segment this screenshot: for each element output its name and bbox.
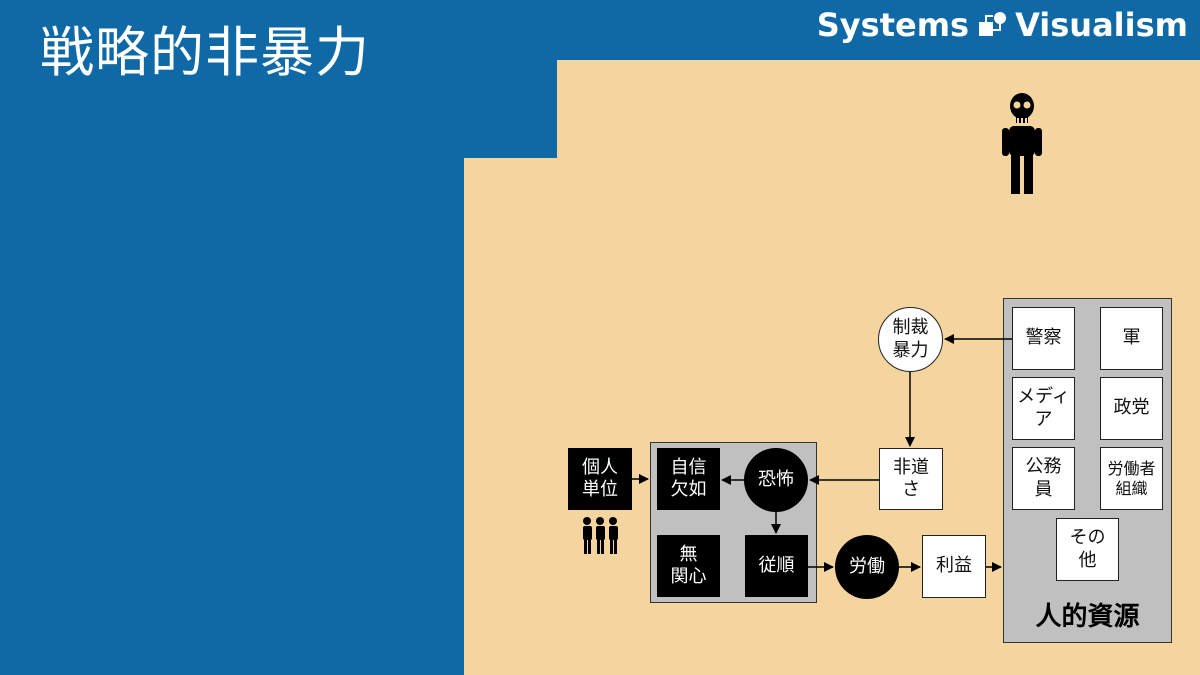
human-resources-label: 人的資源 [1035,602,1140,632]
immorality-node: 非道 さ [879,448,943,510]
resource-others: その 他 [1056,518,1119,581]
brand-text-left: Systems [816,6,970,44]
resource-military: 軍 [1100,307,1163,370]
obedience-node: 従順 [745,535,808,597]
page-title: 戦略的非暴力 [40,21,370,84]
individual-unit-node: 個人 単位 [568,448,632,510]
labor-node: 労働 [835,535,899,599]
skeleton-icon [998,92,1046,194]
resource-political-party: 政党 [1100,377,1163,440]
people-group-icon [580,516,620,556]
fear-node: 恐怖 [744,448,808,512]
resource-civil-servants: 公務 員 [1012,447,1075,510]
profit-node: 利益 [922,535,986,598]
systems-visualism-logo-icon [977,10,1007,40]
brand-logo: Systems Visualism [817,6,1188,44]
sanction-violence-node: 制裁 暴力 [878,307,943,372]
resource-police: 警察 [1012,307,1075,370]
brand-text-right: Visualism [1015,6,1188,44]
resource-labor-unions: 労働者 組織 [1100,447,1163,510]
apathy-node: 無 関心 [657,535,720,597]
lack-of-confidence-node: 自信 欠如 [657,448,720,510]
resource-media: メディ ア [1012,377,1075,440]
